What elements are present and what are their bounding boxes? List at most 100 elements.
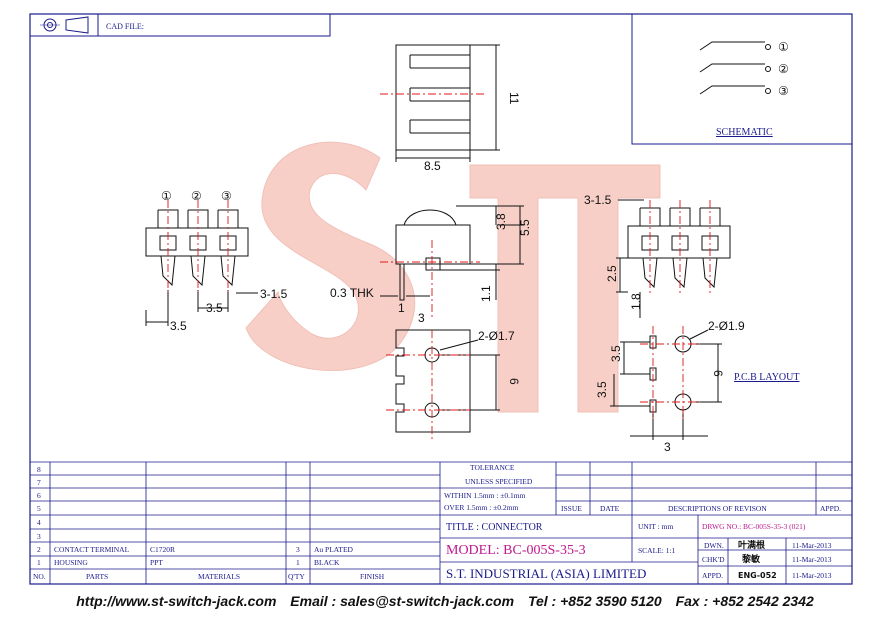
dim-side-lead: 1.1 <box>479 285 493 302</box>
dwn-label: DWN. <box>704 541 724 550</box>
appd-date: 11-Mar-2013 <box>792 571 832 580</box>
bom-header-finish: FINISH <box>360 572 385 581</box>
dim-pcb-spacing: 6 <box>711 370 725 377</box>
bom-table <box>30 461 852 584</box>
model-number: MODEL: BC-005S-35-3 <box>446 543 586 558</box>
front-pin-2: ② <box>191 189 202 203</box>
footer-email[interactable]: Email : sales@st-switch-jack.com <box>290 593 515 609</box>
front-pin-1: ① <box>161 189 172 203</box>
footer-fax: Fax : +852 2542 2342 <box>675 593 814 609</box>
cad-header-box <box>29 13 331 37</box>
dim-front-pitch-b: 3.5 <box>206 301 223 315</box>
dim-top-height: 11 <box>507 92 521 105</box>
schematic-pin-1: ① <box>778 40 789 54</box>
revision-date: DATE <box>600 504 620 513</box>
bom-row-housing: 1 HOUSING PPT 1 BLACK <box>37 558 340 567</box>
dwn-date: 11-Mar-2013 <box>792 541 832 550</box>
tolerance-title: TOLERANCE <box>470 463 515 472</box>
dim-right-h: 2.5 <box>605 265 619 282</box>
bom-header-qty: Q'TY <box>288 572 305 581</box>
bom-row-contact: 2 CONTACT TERMINAL C1720R 3 Au PLATED <box>37 545 354 554</box>
cad-file-label: CAD FILE: <box>106 22 144 31</box>
bom-cell-no: 2 <box>37 545 41 554</box>
unit-label: UNIT : mm <box>638 522 673 531</box>
dim-front-pins: 3-1.5 <box>260 287 288 301</box>
dim-bottom-hole: 2-Ø1.7 <box>478 329 515 343</box>
bom-row-number: 7 <box>37 478 41 487</box>
bom-cell-finish: Au PLATED <box>314 545 354 554</box>
bom-cell-material: PPT <box>150 558 163 567</box>
company-name: S.T. INDUSTRIAL (ASIA) LIMITED <box>446 566 646 581</box>
schematic-pin-3: ③ <box>778 84 789 98</box>
appd-label: APPD. <box>702 571 723 580</box>
bom-row-number: 6 <box>37 491 41 500</box>
bom-row-number: 5 <box>37 504 41 513</box>
footer-tel: Tel : +852 3590 5120 <box>527 593 662 609</box>
bom-header-parts: PARTS <box>86 572 108 581</box>
schematic-label: SCHEMATIC <box>716 127 773 138</box>
bom-cell-no: 1 <box>37 558 41 567</box>
scale-label: SCALE: 1:1 <box>638 546 676 555</box>
dim-right-lead: 1.8 <box>629 293 643 310</box>
dwn-name: 叶满根 <box>738 539 766 551</box>
dim-side-h2: 5.5 <box>518 219 532 236</box>
tolerance-subtitle: UNLESS SPECIFIED <box>465 477 533 486</box>
bom-cell-material: C1720R <box>150 545 175 554</box>
front-pin-3: ③ <box>221 189 232 203</box>
dim-side-thk: 0.3 THK <box>330 286 374 300</box>
bom-cell-qty: 1 <box>296 558 300 567</box>
revision-descriptions: DESCRIPTIONS OF REVISON <box>668 504 767 513</box>
front-view <box>145 209 249 326</box>
bom-header-no: NO. <box>33 572 46 581</box>
title-block-lines <box>440 462 852 584</box>
chkd-date: 11-Mar-2013 <box>792 555 832 564</box>
footer-url-link[interactable]: http://www.st-switch-jack.com <box>76 593 277 609</box>
watermark-letter-s <box>245 141 416 371</box>
bom-row-numbers: 8 7 6 5 4 3 <box>37 465 41 541</box>
bom-header: NO. PARTS MATERIALS Q'TY FINISH <box>33 572 385 581</box>
dim-pcb-p2: 3.5 <box>595 381 609 398</box>
bom-row-number: 4 <box>37 518 41 527</box>
schematic-pin-2: ② <box>778 62 789 76</box>
bom-header-materials: MATERIALS <box>198 572 240 581</box>
appd-name: ENG-052 <box>738 571 777 580</box>
bom-row-number: 8 <box>37 465 41 474</box>
watermark <box>245 141 661 413</box>
revision-appd: APPD. <box>820 504 841 513</box>
dim-right-pins: 3-1.5 <box>584 193 612 207</box>
dim-side-off: 3 <box>418 311 425 325</box>
cad-header: CAD FILE: <box>29 13 331 37</box>
schematic-box <box>631 13 853 145</box>
dim-front-pitch-a: 3.5 <box>170 319 187 333</box>
tolerance-over: OVER 1.5mm : ±0.2mm <box>444 503 518 512</box>
drawing-title: TITLE : CONNECTOR <box>446 522 543 533</box>
contact-footer: http://www.st-switch-jack.com Email : sa… <box>0 593 890 609</box>
schematic-panel: ① ② ③ SCHEMATIC <box>631 13 853 145</box>
revision-issue: ISSUE <box>561 504 582 513</box>
bottom-view <box>395 329 500 433</box>
bom-cell-part: CONTACT TERMINAL <box>54 545 130 554</box>
watermark-letter-t <box>469 164 661 413</box>
dim-top-width: 8.5 <box>424 159 441 173</box>
dim-pcb-p1: 3.5 <box>609 345 623 362</box>
pcb-layout <box>610 329 722 440</box>
chkd-name: 黎敏 <box>741 553 761 565</box>
chkd-label: CHK'D <box>702 555 725 564</box>
dim-pcb-hole: 2-Ø1.9 <box>708 319 745 333</box>
top-view <box>380 44 500 162</box>
bom-cell-finish: BLACK <box>314 558 340 567</box>
outer-frame <box>29 13 853 585</box>
bom-cell-part: HOUSING <box>54 558 88 567</box>
side-view <box>380 205 524 301</box>
dim-pcb-offset: 3 <box>664 440 671 454</box>
bom-cell-qty: 3 <box>296 545 300 554</box>
dim-bottom-spacing: 6 <box>507 378 521 385</box>
tolerance-within: WITHIN 1.5mm : ±0.1mm <box>444 491 526 500</box>
bom-row-number: 3 <box>37 532 41 541</box>
dim-side-h1: 3.8 <box>494 213 508 230</box>
dim-side-one: 1 <box>398 301 405 315</box>
drawing-number: DRWG NO.: BC-005S-35-3 (021) <box>702 522 806 531</box>
pcb-layout-label: P.C.B LAYOUT <box>734 372 799 383</box>
projection-cone-icon <box>65 16 89 34</box>
